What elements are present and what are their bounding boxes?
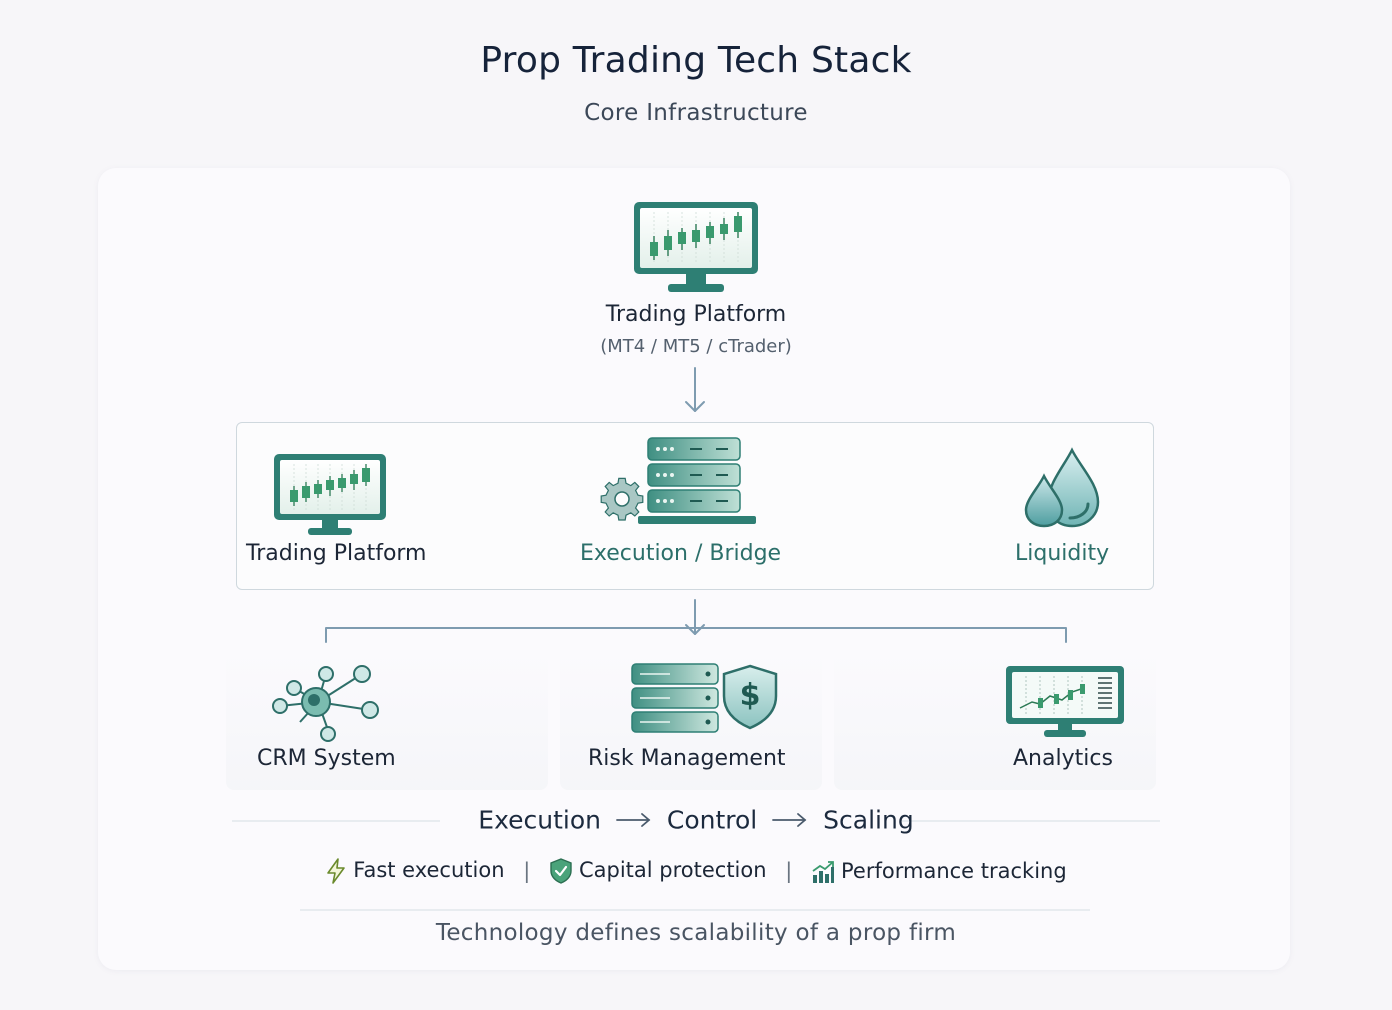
shield-check-icon [550, 858, 572, 884]
svg-text:$: $ [740, 678, 761, 713]
arrow-right-icon [616, 813, 651, 827]
server-shield-dollar-icon: $ [631, 663, 778, 733]
page-title: Prop Trading Tech Stack [480, 40, 912, 81]
candlestick-monitor-icon [274, 454, 386, 535]
module-label: Risk Management [588, 746, 786, 771]
tagline: Technology defines scalability of a prop… [435, 920, 957, 946]
flow-node-label: Liquidity [1015, 541, 1110, 566]
feature-capital-protection: Capital protection [549, 858, 767, 884]
feature-separator: | [523, 859, 531, 883]
bar-chart-up-icon [812, 860, 835, 883]
candlestick-monitor-icon [634, 202, 758, 292]
top-node-sublabel: (MT4 / MT5 / cTrader) [600, 336, 792, 357]
analytics-monitor-icon [1006, 666, 1124, 737]
module-crm [226, 652, 548, 790]
top-node-label: Trading Platform [605, 302, 787, 327]
branch-line [325, 627, 1067, 643]
module-label: Analytics [1013, 746, 1113, 771]
server-gear-icon [600, 437, 756, 524]
network-nodes-icon [272, 665, 379, 742]
lightning-icon [327, 858, 346, 884]
pipeline-step: Scaling [823, 805, 914, 835]
pipeline-step: Control [666, 805, 758, 835]
pipeline-row: Execution Control Scaling [0, 804, 1392, 835]
arrow-right-icon [772, 813, 807, 827]
water-drops-icon [1024, 447, 1100, 528]
module-label: CRM System [257, 746, 396, 771]
page-subtitle: Core Infrastructure [584, 100, 808, 126]
feature-performance-tracking: Performance tracking [811, 859, 1067, 884]
flow-node-label: Execution / Bridge [580, 541, 782, 566]
flow-node-label: Trading Platform [246, 541, 427, 566]
feature-separator: | [785, 859, 793, 883]
features-row: Fast execution | Capital protection | Pe… [0, 858, 1392, 884]
pipeline-step: Execution [478, 805, 601, 835]
feature-fast-execution: Fast execution [325, 858, 505, 884]
